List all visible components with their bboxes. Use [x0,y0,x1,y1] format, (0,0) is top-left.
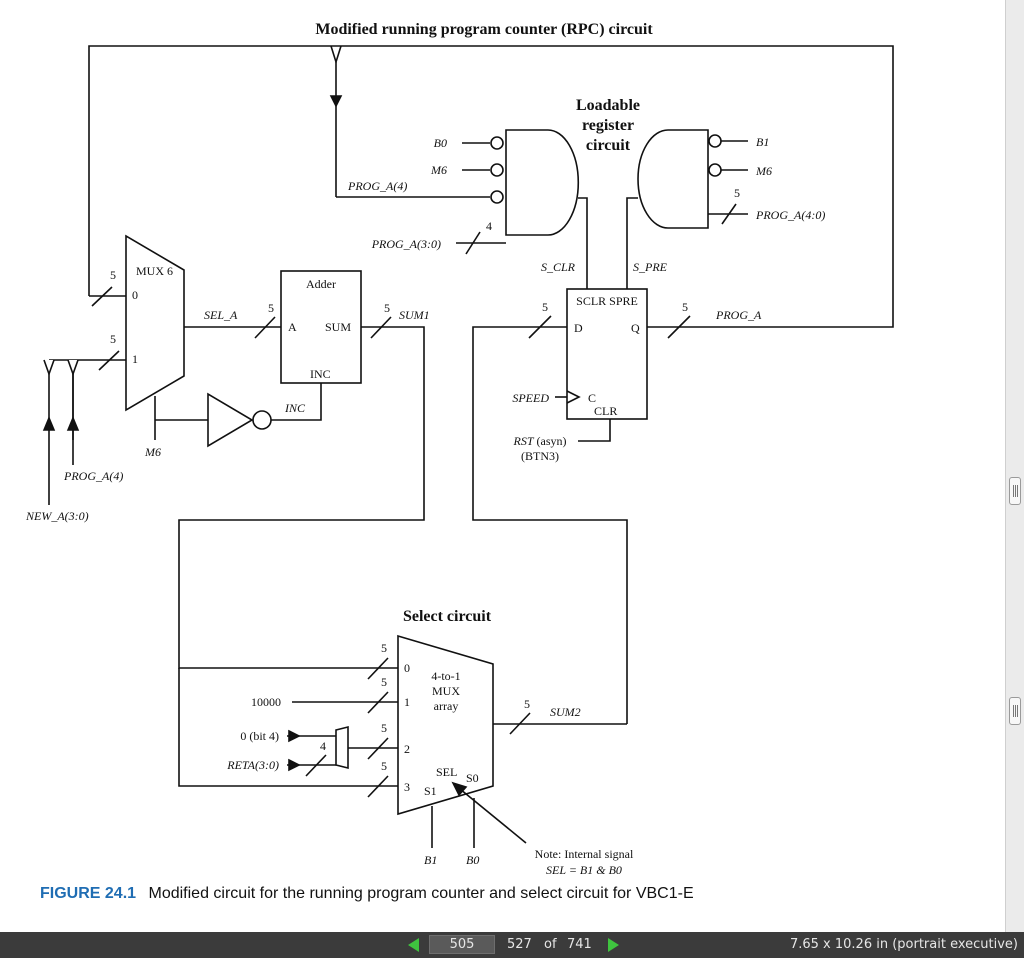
svg-text:5: 5 [384,301,390,315]
m6-sel-label: M6 [144,445,161,459]
svg-text:Q: Q [631,321,640,335]
svg-text:1: 1 [132,352,138,366]
inc-signal-label: INC [284,401,306,415]
diagram-title: Modified running program counter (RPC) c… [315,21,653,38]
m6-label: M6 [430,163,447,177]
svg-text:SEL: SEL [436,765,457,779]
select-title: Select circuit [403,608,492,625]
figure-caption-label: FIGURE 24.1 [40,885,137,902]
page-size-label: 7.65 x 10.26 in (portrait executive) [789,937,1018,952]
svg-text:5: 5 [381,675,387,689]
svg-text:MUX: MUX [432,684,460,698]
prog-a40-label: PROG_A(4:0) [755,208,825,222]
svg-text:INC: INC [310,367,331,381]
svg-text:1: 1 [404,695,410,709]
speed-label: SPEED [512,391,549,405]
b1-label: B1 [756,135,769,149]
svg-text:SUM: SUM [325,320,351,334]
svg-text:5: 5 [381,721,387,735]
sum2-label: SUM2 [550,705,581,719]
svg-text:4: 4 [320,739,326,753]
svg-text:S0: S0 [466,771,479,785]
note-line-1: Note: Internal signal [535,847,634,861]
loadable-title-1: Loadable [576,97,640,114]
note-line-2: SEL = B1 & B0 [546,863,622,877]
b1-sel-label: B1 [424,853,437,867]
loadable-title-3: circuit [586,137,631,154]
svg-text:5: 5 [682,300,688,314]
btn3-label: (BTN3) [521,449,559,463]
svg-text:0: 0 [132,288,138,302]
svg-text:5: 5 [542,300,548,314]
svg-text:2: 2 [404,742,410,756]
status-bar: 527 of 741 7.65 x 10.26 in (portrait exe… [0,932,1024,958]
prog-a30-label: PROG_A(3:0) [371,237,441,251]
s-pre-label: S_PRE [633,260,668,274]
b0-label: B0 [434,136,447,150]
document-page: Modified running program counter (RPC) c… [25,21,894,903]
mux6 [125,234,185,412]
const-bit4: 0 (bit 4) [240,729,279,743]
reta-label: RETA(3:0) [226,758,279,772]
vertical-scrollbar[interactable] [1005,0,1024,932]
svg-text:5: 5 [110,268,116,282]
svg-text:5: 5 [381,641,387,655]
svg-text:5: 5 [524,697,530,711]
svg-text:5: 5 [268,301,274,315]
of-label: of [544,937,557,952]
scrollbar-thumb[interactable] [1009,477,1021,505]
b0-sel-label: B0 [466,853,479,867]
svg-text:D: D [574,321,583,335]
tap-arrow [330,45,342,65]
new-a-label: NEW_A(3:0) [25,509,89,523]
page-number-input[interactable] [429,935,495,954]
svg-text:4-to-1: 4-to-1 [431,669,460,683]
svg-text:array: array [434,699,459,713]
svg-text:A: A [288,320,297,334]
svg-text:3: 3 [404,780,410,794]
prog-a4-label: PROG_A(4) [347,179,407,193]
adder-label: Adder [306,277,336,291]
const-10000: 10000 [251,695,281,709]
mux4-array [397,634,494,816]
svg-text:C: C [588,391,596,405]
m6-label-2: M6 [755,164,772,178]
rst-label: RST (asyn) [512,434,566,448]
figure-caption-text: Modified circuit for the running program… [148,885,694,902]
current-page-label: 527 [507,937,532,952]
prev-page-arrow-icon[interactable] [408,938,419,952]
sel-a-label: SEL_A [204,308,238,322]
svg-text:S1: S1 [424,784,437,798]
figure-caption: FIGURE 24.1 Modified circuit for the run… [40,885,694,903]
prog-a4-input-label: PROG_A(4) [63,469,123,483]
circuit-diagram: Modified running program counter (RPC) c… [25,21,894,877]
mux6-label: MUX 6 [136,264,173,278]
s-clr-label: S_CLR [541,260,576,274]
and-gate-spre [637,129,709,229]
next-page-arrow-icon[interactable] [608,938,619,952]
register-block [566,288,648,420]
svg-text:5: 5 [110,332,116,346]
svg-text:5: 5 [734,186,740,200]
total-pages-label: 741 [567,937,592,952]
prog-a-label: PROG_A [715,308,762,322]
sum1-label: SUM1 [399,308,430,322]
inverter [207,392,254,448]
and-gate-sclr [505,129,580,236]
svg-text:0: 0 [404,661,410,675]
loadable-title-2: register [582,117,634,134]
svg-text:4: 4 [486,219,492,233]
svg-text:CLR: CLR [594,404,617,418]
feedback-wire [88,45,894,328]
svg-text:5: 5 [381,759,387,773]
register-top-label: SCLR SPRE [576,294,638,308]
scrollbar-handle-secondary[interactable] [1009,697,1021,725]
